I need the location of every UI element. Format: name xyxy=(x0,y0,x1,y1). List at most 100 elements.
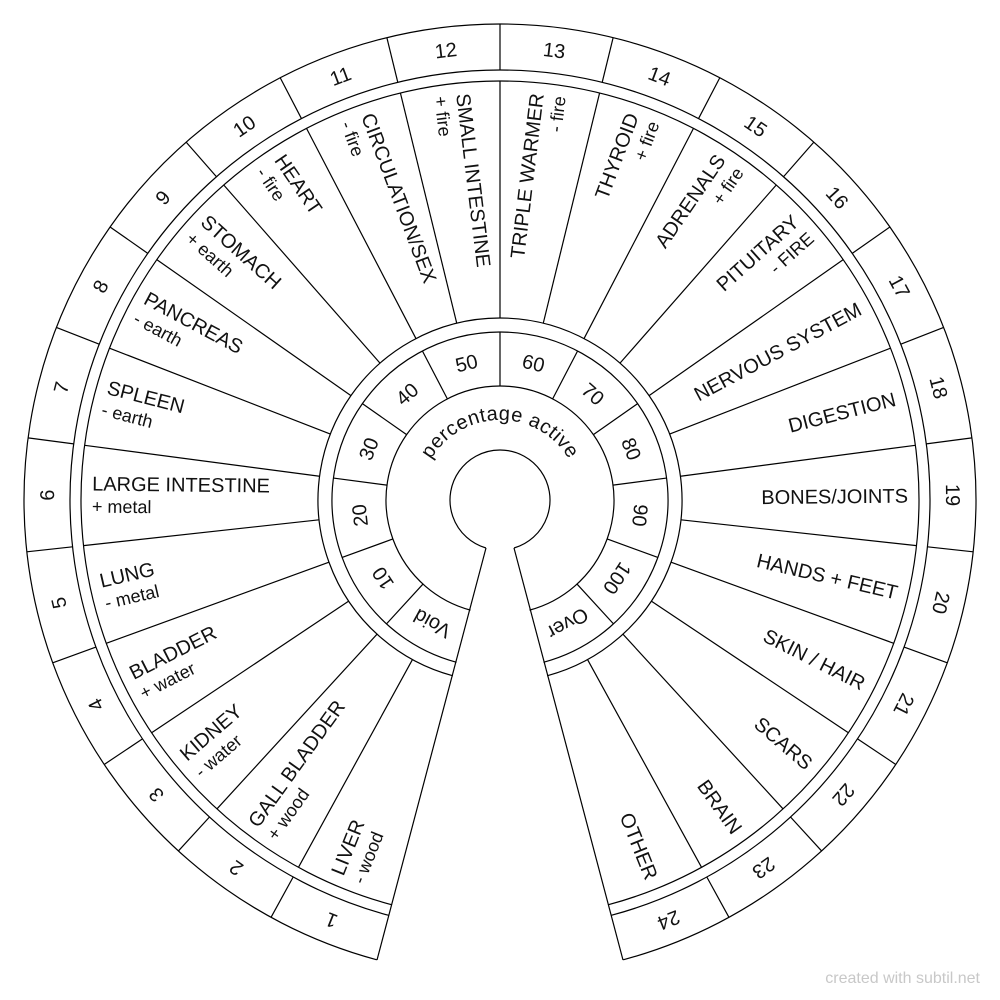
number-divider xyxy=(857,738,897,765)
sector-label: STOMACH+ earth xyxy=(182,211,285,294)
sector-number: 5 xyxy=(48,595,72,611)
sector-number: 12 xyxy=(434,39,459,64)
sector-number: 21 xyxy=(888,689,918,719)
number-divider xyxy=(851,226,891,254)
sector-number: 11 xyxy=(327,63,354,91)
label-divider xyxy=(216,633,378,810)
sector-label: LARGE INTESTINE+ metal xyxy=(92,474,270,518)
label-main: SMALL INTESTINE xyxy=(451,92,494,268)
label-divider xyxy=(156,259,352,397)
label-divider xyxy=(109,347,331,435)
sector-number: 7 xyxy=(50,380,74,396)
number-divider xyxy=(900,326,944,345)
label-divider xyxy=(399,92,458,324)
number-divider xyxy=(903,646,948,664)
number-divider xyxy=(790,816,823,852)
scale-value: 20 xyxy=(349,503,373,528)
sector-number: 2 xyxy=(226,855,248,879)
scale-divider xyxy=(576,583,614,625)
number-divider xyxy=(601,37,614,83)
sector-label: LUNG- metal xyxy=(98,559,161,613)
center-title: percentage active xyxy=(417,403,584,463)
scale-divider xyxy=(333,477,388,486)
label-main: LARGE INTESTINE xyxy=(92,474,270,498)
scale-value: 50 xyxy=(453,351,480,378)
label-element: + metal xyxy=(92,497,152,518)
sector-number: 10 xyxy=(229,112,260,143)
scale-value: Void xyxy=(410,604,455,642)
label-divider xyxy=(542,92,601,324)
scale-value: 70 xyxy=(577,379,608,410)
label-element: - fire xyxy=(546,95,570,133)
center-title-path: percentage active xyxy=(417,403,583,463)
gap-edge-left xyxy=(376,547,487,961)
label-ring-inner xyxy=(317,317,683,677)
scale-divider xyxy=(612,477,667,486)
sector-label: NERVOUS SYSTEM xyxy=(691,299,866,406)
sector-label: THYROID+ fire xyxy=(591,110,663,202)
sector-number: 22 xyxy=(827,779,858,810)
label-divider xyxy=(669,347,891,435)
label-divider xyxy=(680,519,917,547)
label-main: DIGESTION xyxy=(786,389,898,438)
scale-value: 40 xyxy=(392,379,423,410)
number-divider xyxy=(185,141,217,178)
scale-divider xyxy=(341,538,394,559)
scale-divider xyxy=(606,538,659,559)
sector-number: 24 xyxy=(654,905,683,934)
label-divider xyxy=(84,444,320,477)
sector-number: 9 xyxy=(152,187,176,210)
number-divider xyxy=(698,77,721,119)
scale-value: Over xyxy=(543,603,592,643)
sector-number: 6 xyxy=(37,489,59,500)
sector-number: 20 xyxy=(927,589,953,616)
scale-divider xyxy=(421,350,448,400)
sector-number: 23 xyxy=(748,852,779,883)
number-divider xyxy=(109,226,149,254)
label-main: BONES/JOINTS xyxy=(761,486,908,510)
sector-label: LIVER- wood xyxy=(328,817,388,887)
label-divider xyxy=(670,561,894,644)
scale-value: 100 xyxy=(598,558,635,598)
number-divider xyxy=(177,816,210,852)
gap-edge-right xyxy=(513,547,624,961)
label-main: HANDS + FEET xyxy=(754,550,899,604)
label-main: SCARS xyxy=(750,713,817,775)
sector-label: TRIPLE WARMER- fire xyxy=(507,92,570,259)
sector-label: DIGESTION xyxy=(786,389,898,438)
sector-number: 19 xyxy=(941,484,963,506)
scale-divider xyxy=(552,350,579,400)
scale-divider xyxy=(593,403,638,436)
number-divider xyxy=(783,141,815,178)
sector-label: HANDS + FEET xyxy=(754,550,899,604)
sector-number: 15 xyxy=(740,112,771,143)
number-divider xyxy=(56,326,100,345)
sector-number: 16 xyxy=(821,183,852,214)
sector-label: OTHER xyxy=(615,810,661,883)
sector-label: CIRCULATION/SEX- fire xyxy=(337,110,441,286)
label-divider xyxy=(583,128,695,339)
label-divider xyxy=(223,184,381,364)
label-divider xyxy=(587,659,703,868)
sector-label: PANCREAS- earth xyxy=(130,288,246,359)
number-divider xyxy=(706,876,730,918)
sector-label: SMALL INTESTINE+ fire xyxy=(430,92,494,268)
scale-divider xyxy=(362,403,407,436)
sector-label: BRAIN xyxy=(692,776,745,838)
scale-value: 60 xyxy=(520,351,547,378)
sector-lines xyxy=(26,24,974,918)
number-divider xyxy=(26,546,73,553)
footer-credit: created with subtil.net xyxy=(825,970,980,987)
label-divider xyxy=(297,659,413,868)
label-divider xyxy=(648,259,844,397)
number-divider xyxy=(103,738,143,765)
label-main: NERVOUS SYSTEM xyxy=(691,299,866,406)
sector-number: 4 xyxy=(84,694,109,714)
number-divider xyxy=(927,546,974,553)
sector-number: 8 xyxy=(89,277,114,297)
label-divider xyxy=(151,600,350,734)
label-divider xyxy=(106,561,330,644)
sector-number: 18 xyxy=(924,374,951,401)
sector-number: 1 xyxy=(322,907,341,932)
